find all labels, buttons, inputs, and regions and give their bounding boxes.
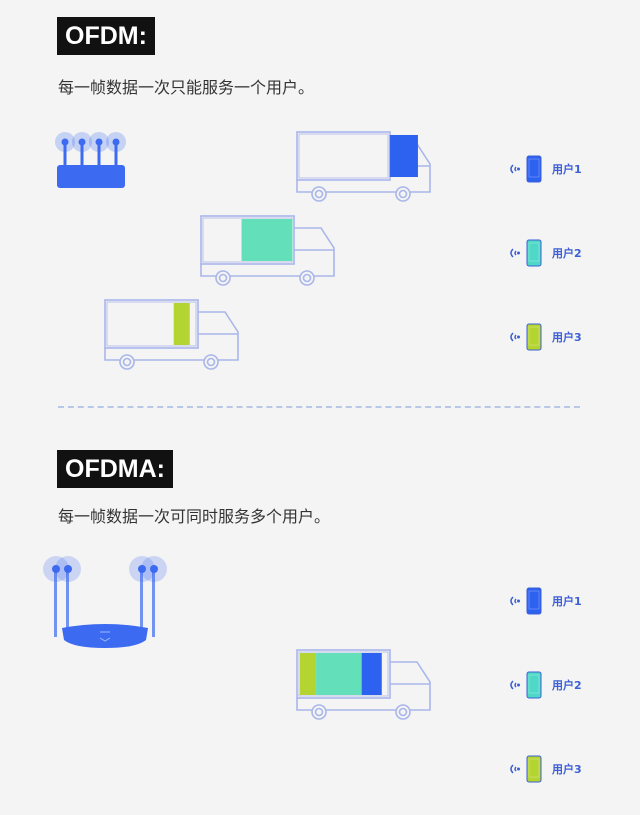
truck-user2	[200, 214, 340, 289]
user-label: 用户1	[552, 163, 582, 176]
wifi-signal-icon	[510, 248, 520, 258]
ofdm-title: OFDM:	[57, 17, 155, 55]
dual-band-router-icon	[43, 556, 167, 648]
phone-icon	[526, 671, 542, 699]
wifi-signal-icon	[510, 164, 520, 174]
phone-icon	[526, 587, 542, 615]
ofdm-subtitle: 每一帧数据一次只能服务一个用户。	[58, 78, 315, 97]
phone-icon	[526, 155, 542, 183]
truck-icon	[296, 649, 431, 720]
wifi-signal-icon	[510, 596, 520, 606]
user-label: 用户2	[552, 247, 582, 260]
cargo-block	[173, 303, 190, 345]
wifi-signal-icon	[510, 332, 520, 342]
user-2: 用户2	[508, 239, 582, 267]
cargo-block	[361, 653, 382, 695]
phone-icon	[526, 755, 542, 783]
ofdma-title: OFDMA:	[57, 450, 173, 488]
router-icon	[55, 132, 126, 188]
truck-user1	[296, 130, 436, 205]
user-label: 用户2	[552, 679, 582, 692]
phone-icon	[526, 323, 542, 351]
truck-icon	[200, 215, 335, 286]
user-3: 用户3	[508, 323, 582, 351]
user-2: 用户2	[508, 671, 582, 699]
wifi-signal-icon	[510, 764, 520, 774]
section-divider	[58, 406, 580, 408]
ofdma-subtitle: 每一帧数据一次可同时服务多个用户。	[58, 507, 331, 526]
user-1: 用户1	[508, 587, 582, 615]
cargo-block	[389, 135, 418, 177]
truck-icon	[296, 131, 431, 202]
user-3: 用户3	[508, 755, 582, 783]
user-label: 用户3	[552, 331, 582, 344]
user-label: 用户1	[552, 595, 582, 608]
wifi-signal-icon	[510, 680, 520, 690]
phone-icon	[526, 239, 542, 267]
truck-multi-user	[296, 648, 436, 723]
truck-icon	[104, 299, 239, 370]
truck-user3	[104, 298, 244, 373]
cargo-block	[316, 653, 362, 695]
user-1: 用户1	[508, 155, 582, 183]
cargo-block	[300, 653, 317, 695]
user-label: 用户3	[552, 763, 582, 776]
cargo-block	[241, 219, 293, 261]
